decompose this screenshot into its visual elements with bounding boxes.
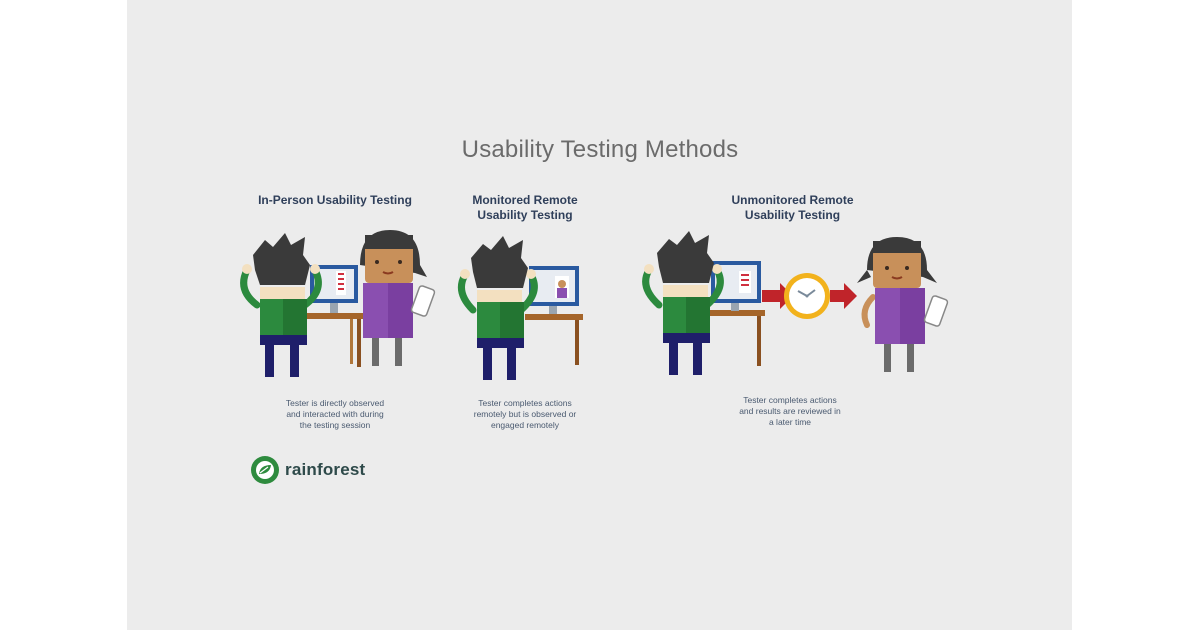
description-line: Tester is directly observed bbox=[285, 398, 385, 408]
desk-icon bbox=[525, 314, 583, 365]
tablet-icon bbox=[923, 295, 949, 327]
brand-name: rainforest bbox=[285, 460, 366, 479]
heading-line-1: Monitored Remote bbox=[472, 193, 578, 207]
monitor-icon bbox=[711, 261, 761, 311]
reviewer-character bbox=[857, 237, 949, 372]
description-line: the testing session bbox=[299, 420, 371, 430]
description-line: a later time bbox=[768, 417, 812, 427]
heading-line-1: Unmonitored Remote bbox=[731, 193, 854, 207]
method-description-monitored-remote: Tester completes actions remotely but is… bbox=[430, 398, 620, 431]
heading-line-2: Usability Testing bbox=[744, 208, 841, 222]
tester-character bbox=[642, 231, 724, 375]
method-description-in-person: Tester is directly observed and interact… bbox=[240, 398, 430, 431]
monitor-icon bbox=[529, 266, 579, 314]
brand-logo: rainforest bbox=[250, 455, 365, 485]
method-heading-in-person: In-Person Usability Testing bbox=[235, 193, 435, 208]
video-call-person-icon bbox=[555, 276, 569, 298]
desk-icon bbox=[707, 310, 765, 366]
heading-text: In-Person Usability Testing bbox=[258, 193, 412, 207]
description-line: Tester completes actions bbox=[743, 395, 837, 405]
tablet-icon bbox=[410, 285, 436, 317]
leaf-icon bbox=[251, 456, 279, 484]
in-person-illustration bbox=[240, 230, 436, 377]
method-heading-unmonitored-remote: Unmonitored Remote Usability Testing bbox=[710, 193, 875, 223]
arrow-right-icon bbox=[830, 283, 857, 309]
tester-character bbox=[457, 236, 538, 380]
tester-character bbox=[240, 233, 322, 377]
unmonitored-remote-illustration bbox=[642, 231, 949, 375]
description-line: remotely but is observed or bbox=[473, 409, 577, 419]
method-description-unmonitored-remote: Tester completes actions and results are… bbox=[695, 395, 885, 428]
description-line: Tester completes actions bbox=[478, 398, 572, 408]
monitored-remote-illustration bbox=[457, 236, 583, 380]
observer-character bbox=[360, 230, 436, 366]
description-line: and interacted with during bbox=[286, 409, 384, 419]
description-line: and results are reviewed in bbox=[739, 406, 841, 416]
clock-icon bbox=[784, 273, 830, 319]
method-heading-monitored-remote: Monitored Remote Usability Testing bbox=[445, 193, 605, 223]
page-title: Usability Testing Methods bbox=[461, 136, 739, 163]
description-line: engaged remotely bbox=[490, 420, 560, 430]
desk-icon bbox=[305, 313, 365, 367]
heading-line-2: Usability Testing bbox=[477, 208, 573, 222]
